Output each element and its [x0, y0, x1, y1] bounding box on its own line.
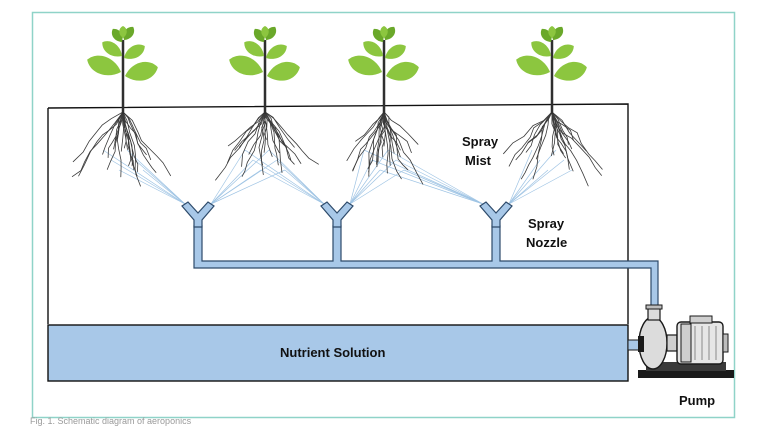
- growth-chamber: [47, 103, 629, 324]
- spray-nozzle-icon: [181, 201, 215, 228]
- spray-mist: [102, 149, 573, 205]
- plant-icon: [346, 26, 424, 185]
- nutrient-reservoir: [47, 324, 629, 382]
- plant-icon: [503, 26, 603, 187]
- spray-nozzle-icon: [479, 201, 513, 228]
- plant-icon: [215, 26, 319, 181]
- nutrient-solution-label: Nutrient Solution: [280, 345, 385, 360]
- spray-nozzle-icon: [320, 201, 354, 228]
- manifold-pipe: [193, 225, 659, 313]
- spray-mist-label-line1: Spray: [462, 134, 499, 149]
- pump-icon: [627, 304, 734, 378]
- pump-label: Pump: [679, 393, 715, 408]
- plants: [71, 26, 603, 187]
- spray-nozzle-label-line2: Nozzle: [526, 235, 567, 250]
- spray-nozzle-label-line1: Spray: [528, 216, 565, 231]
- figure-caption: Fig. 1. Schematic diagram of aeroponics: [30, 416, 192, 426]
- spray-mist-label-line2: Mist: [465, 153, 492, 168]
- plant-icon: [71, 26, 171, 187]
- pipe-system: [181, 201, 659, 313]
- figure-frame: [31, 11, 736, 419]
